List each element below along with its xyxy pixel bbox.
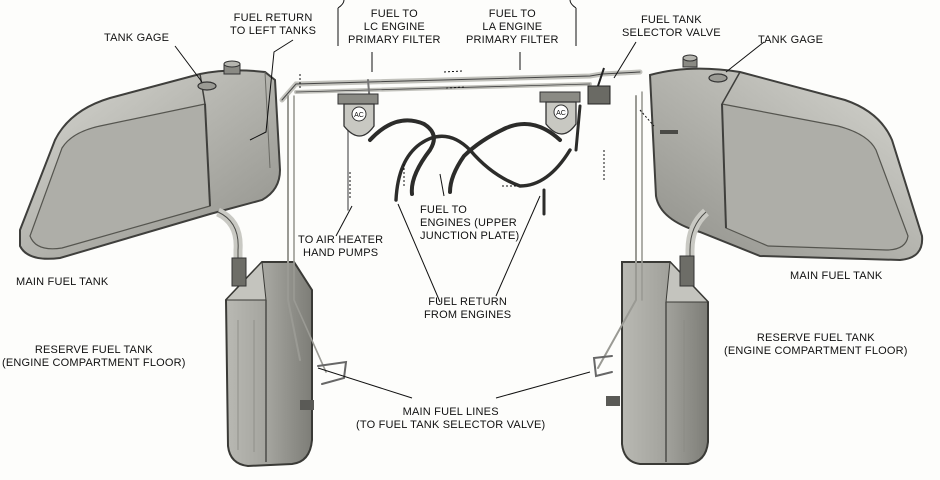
- label-line: SELECTOR VALVE: [622, 27, 721, 39]
- la-filter-badge: AC: [556, 110, 566, 117]
- label-line: PRIMARY FILTER: [466, 34, 559, 46]
- right-main-fuel-tank: [648, 54, 924, 262]
- lc-filter-badge: AC: [354, 112, 364, 119]
- label-line: RESERVE FUEL TANK: [34, 344, 153, 356]
- label-line: FUEL RETURN: [428, 296, 508, 308]
- label-line: MAIN FUEL LINES: [402, 406, 499, 418]
- label-line: FROM ENGINES: [424, 309, 512, 321]
- label-fuel-return-left-tanks: FUEL RETURN TO LEFT TANKS: [230, 12, 316, 38]
- left-reserve-fuel-tank: [224, 257, 314, 468]
- right-reserve-fuel-tank: [606, 255, 710, 465]
- label-line: PRIMARY FILTER: [348, 34, 441, 46]
- label-line: (TO FUEL TANK SELECTOR VALVE): [356, 419, 546, 431]
- flow-arrows: [299, 70, 655, 200]
- label-line: FUEL TO: [370, 8, 418, 20]
- la-primary-filter: [539, 91, 581, 135]
- label-main-fuel-lines: MAIN FUEL LINES (TO FUEL TANK SELECTOR V…: [356, 406, 545, 432]
- label-main-fuel-tank-left: MAIN FUEL TANK: [16, 276, 108, 289]
- label-line: MAIN FUEL TANK: [790, 270, 883, 282]
- label-fuel-to-engines: FUEL TO ENGINES (UPPER JUNCTION PLATE): [420, 204, 519, 243]
- lc-primary-filter: [337, 93, 379, 137]
- label-line: FUEL TO: [488, 8, 536, 20]
- label-line: FUEL TANK: [640, 14, 702, 26]
- label-line: LA ENGINE: [482, 21, 543, 33]
- label-line: MAIN FUEL TANK: [16, 276, 109, 288]
- label-fuel-to-lc-filter: FUEL TO LC ENGINE PRIMARY FILTER: [348, 8, 441, 47]
- label-fuel-to-la-filter: FUEL TO LA ENGINE PRIMARY FILTER: [466, 8, 559, 47]
- label-line: RESERVE FUEL TANK: [756, 332, 875, 344]
- leader-lines: [174, 0, 765, 399]
- label-line: TO AIR HEATER: [298, 234, 384, 246]
- label-line: HAND PUMPS: [302, 247, 379, 259]
- label-main-fuel-tank-right: MAIN FUEL TANK: [790, 270, 882, 283]
- label-to-air-heater: TO AIR HEATER HAND PUMPS: [298, 234, 383, 260]
- label-line: FUEL TO: [420, 204, 468, 216]
- label-reserve-fuel-tank-left: RESERVE FUEL TANK (ENGINE COMPARTMENT FL…: [2, 344, 186, 370]
- label-line: TANK GAGE: [758, 34, 824, 46]
- label-fuel-return-from-engines: FUEL RETURN FROM ENGINES: [424, 296, 511, 322]
- label-tank-gage-right: TANK GAGE: [758, 34, 823, 47]
- label-line: TO LEFT TANKS: [230, 25, 317, 37]
- label-line: (ENGINE COMPARTMENT FLOOR): [2, 357, 186, 369]
- fuel-piping: [279, 69, 643, 385]
- selector-valve: [587, 67, 611, 105]
- label-line: LC ENGINE: [363, 21, 425, 33]
- label-line: FUEL RETURN: [233, 12, 313, 24]
- label-line: (ENGINE COMPARTMENT FLOOR): [724, 345, 908, 357]
- label-line: ENGINES (UPPER: [420, 217, 517, 229]
- label-reserve-fuel-tank-right: RESERVE FUEL TANK (ENGINE COMPARTMENT FL…: [724, 332, 908, 358]
- label-fuel-tank-selector-valve: FUEL TANK SELECTOR VALVE: [622, 14, 721, 40]
- label-line: JUNCTION PLATE): [420, 230, 520, 242]
- left-main-fuel-tank: [19, 60, 282, 262]
- label-line: TANK GAGE: [104, 32, 170, 44]
- label-tank-gage-left: TANK GAGE: [104, 32, 169, 45]
